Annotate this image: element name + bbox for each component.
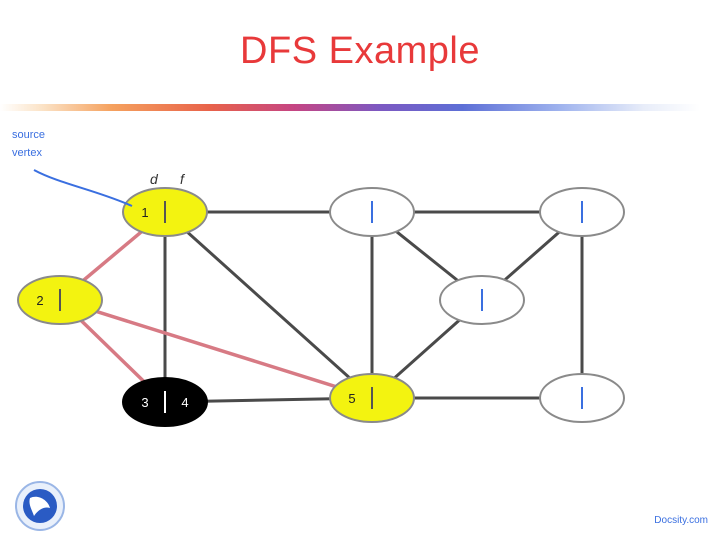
university-seal-logo <box>15 481 65 531</box>
f-column-label: f <box>180 171 186 187</box>
callout-arrow <box>33 169 133 207</box>
callout-line-2: vertex <box>12 147 42 159</box>
vertex-discovery-time: 1 <box>141 205 148 220</box>
vertex-finish-time: 4 <box>181 395 188 410</box>
vertex-v3 <box>539 187 625 237</box>
vertex-v4: 2 <box>17 275 103 325</box>
vertex-v8 <box>539 373 625 423</box>
graph-edge-v1-v7 <box>163 210 374 400</box>
vertex-discovery-time: 5 <box>348 391 355 406</box>
footer-source: Docsity.com <box>654 515 708 526</box>
vertex-discovery-time: 2 <box>36 293 43 308</box>
tree-edge-v4-v7 <box>59 298 373 400</box>
title-gradient-bar <box>0 104 700 111</box>
vertex-v7: 5 <box>329 373 415 423</box>
source-vertex-callout: source vertex <box>12 126 45 162</box>
slide-title: DFS Example <box>240 30 480 72</box>
d-column-label: d <box>150 171 159 187</box>
vertex-v1: 1 <box>122 187 208 237</box>
vertex-v5 <box>439 275 525 325</box>
vertex-v2 <box>329 187 415 237</box>
vertex-discovery-time: 3 <box>141 395 148 410</box>
callout-line-1: source <box>12 129 46 141</box>
